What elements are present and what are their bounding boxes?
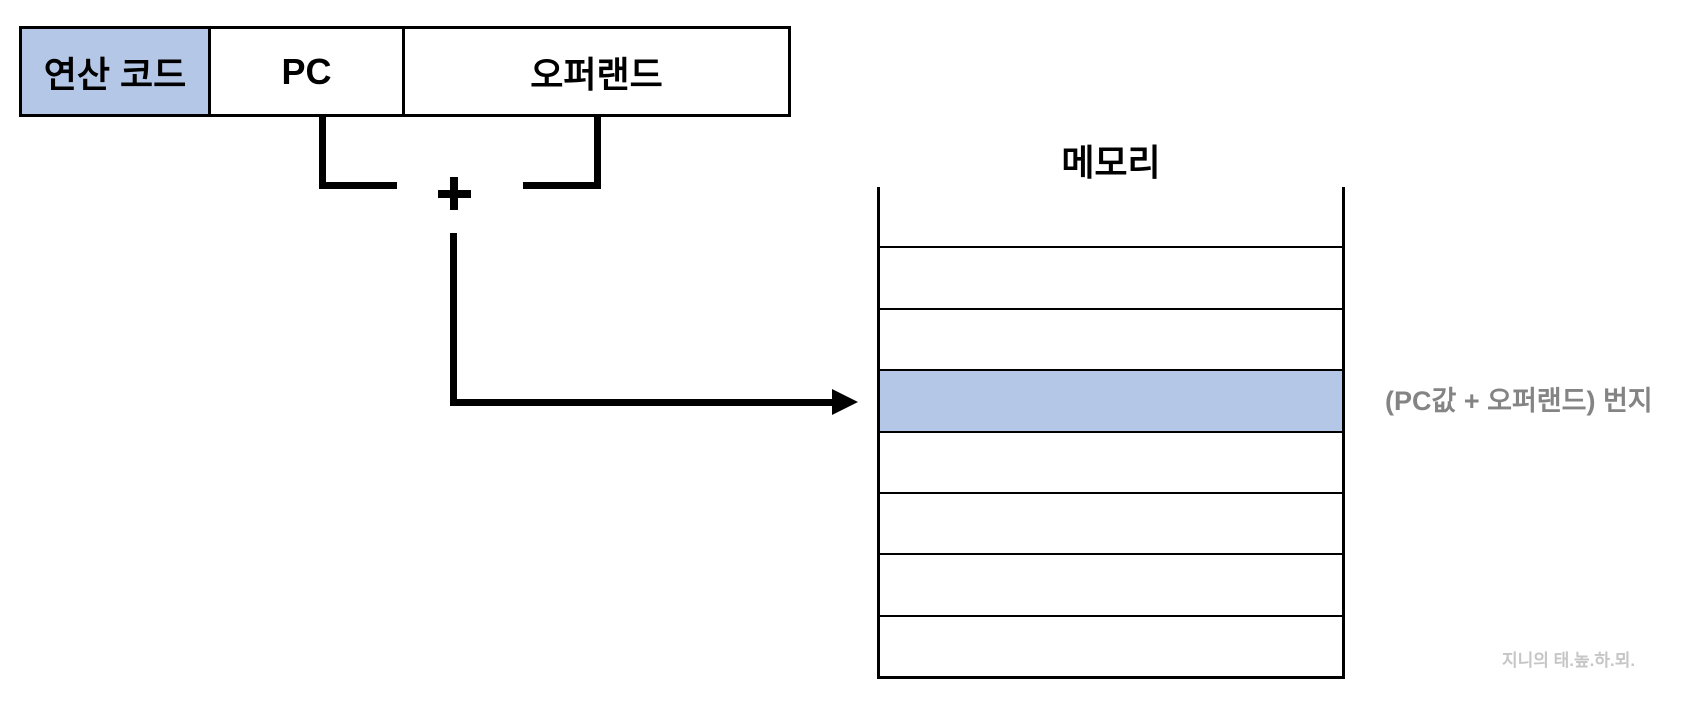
- operand-cell: 오퍼랜드: [402, 29, 788, 114]
- arrowhead-icon: [832, 389, 858, 415]
- opcode-cell: 연산 코드: [22, 29, 208, 114]
- sum-arrow-vertical: [450, 233, 457, 403]
- memory-row: [880, 491, 1342, 553]
- memory-row: [880, 430, 1342, 492]
- memory-title: 메모리: [1061, 142, 1161, 183]
- memory-row: [880, 246, 1342, 307]
- memory-table: [877, 187, 1345, 679]
- watermark: 지니의 태.높.하.뫼.: [1502, 651, 1636, 670]
- memory-row: [880, 307, 1342, 369]
- pc-connector-vertical: [319, 115, 326, 189]
- pc-connector-horizontal: [319, 182, 397, 189]
- memory-row: [880, 553, 1342, 614]
- highlighted-row-address-label: (PC값 + 오퍼랜드) 번지: [1385, 386, 1653, 416]
- sum-arrow-horizontal: [450, 399, 836, 406]
- memory-row: [880, 187, 1342, 246]
- operand-connector-vertical: [594, 115, 601, 189]
- plus-icon-vertical-bar: [450, 177, 458, 210]
- operand-connector-horizontal: [523, 182, 601, 189]
- plus-icon: [438, 177, 471, 210]
- instruction-format-row: 연산 코드 PC 오퍼랜드: [19, 26, 791, 117]
- pc-cell: PC: [208, 29, 402, 114]
- memory-row: [880, 614, 1342, 676]
- memory-row-highlighted: [880, 369, 1342, 431]
